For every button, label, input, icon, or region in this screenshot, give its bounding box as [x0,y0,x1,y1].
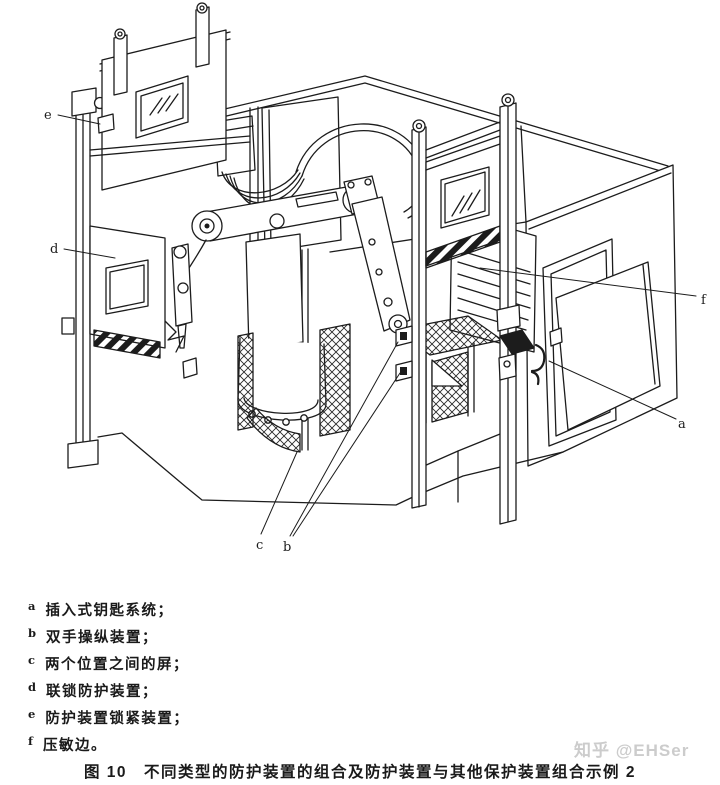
legend-key: a [28,599,36,613]
part-label-b: b [283,540,291,555]
legend-text: 插入式钥匙系统； [45,603,174,619]
legend-key: c [28,653,36,667]
leader-b1 [289,341,399,537]
watermark: 知乎 @EHSer [574,741,690,760]
legend-key: f [28,734,33,748]
glass-hatching [149,93,179,116]
leader-a [548,360,677,420]
legend-item-d: d 联锁防护装置； [28,678,189,705]
part-label-d: d [50,242,58,257]
part-label-c: c [256,538,263,553]
legend-item-f: f 压敏边。 [28,732,189,759]
leader-e [57,114,101,125]
leader-b2 [292,372,401,537]
legend-text: 压敏边。 [42,738,107,754]
part-labels: e d c b f a [44,108,707,555]
legend-text: 双手操纵装置； [46,630,159,646]
machine-guard-diagram: e d c b f a [44,2,707,555]
figure-caption: 图 10 不同类型的防护装置的组合及防护装置与其他保护装置组合示例 2 [84,764,636,781]
floor-edge [414,451,564,497]
cable [221,169,299,194]
right-sliding-guard [411,93,546,525]
lower-link [351,196,411,332]
legend-key: d [28,680,37,694]
door [549,261,661,431]
legend-key: b [28,626,37,640]
part-label-f: f [701,293,707,308]
two-hand-control [395,325,413,382]
glass-hatching [451,189,481,217]
leader-d [63,248,116,259]
legend-item-a: a 插入式钥匙系统； [28,597,189,624]
legend-text: 防护装置锁紧装置； [45,711,190,727]
legend-text: 联锁防护装置； [46,684,159,700]
legend-item-b: b 双手操纵装置； [28,624,189,651]
interlocking-guard [89,225,166,359]
guard-rail [425,121,501,159]
leader-lines [57,114,697,537]
leader-f [479,267,697,297]
robot-column [245,233,304,351]
key-lock-system [496,304,546,386]
left-guard-tower [61,2,251,469]
guard-lock [97,113,115,134]
robot-arm [161,123,428,426]
leader-c [260,451,298,535]
legend-item-e: e 防护装置锁紧装置； [28,705,189,732]
guard-opening [105,259,149,315]
position-screens [237,323,351,453]
gripper [161,317,185,353]
legend-item-c: c 两个位置之间的屏； [28,651,189,678]
part-label-a: a [678,417,686,432]
figure-area: e d c b f a [44,2,707,555]
legend-key: e [28,707,36,721]
legend-text: 两个位置之间的屏； [45,657,190,673]
part-label-e: e [44,108,52,123]
hazard-stripe-band [93,329,161,359]
legend: a 插入式钥匙系统； b 双手操纵装置； c 两个位置之间的屏； d 联锁防护装置； e… [28,597,189,759]
mid-rail [89,135,251,157]
